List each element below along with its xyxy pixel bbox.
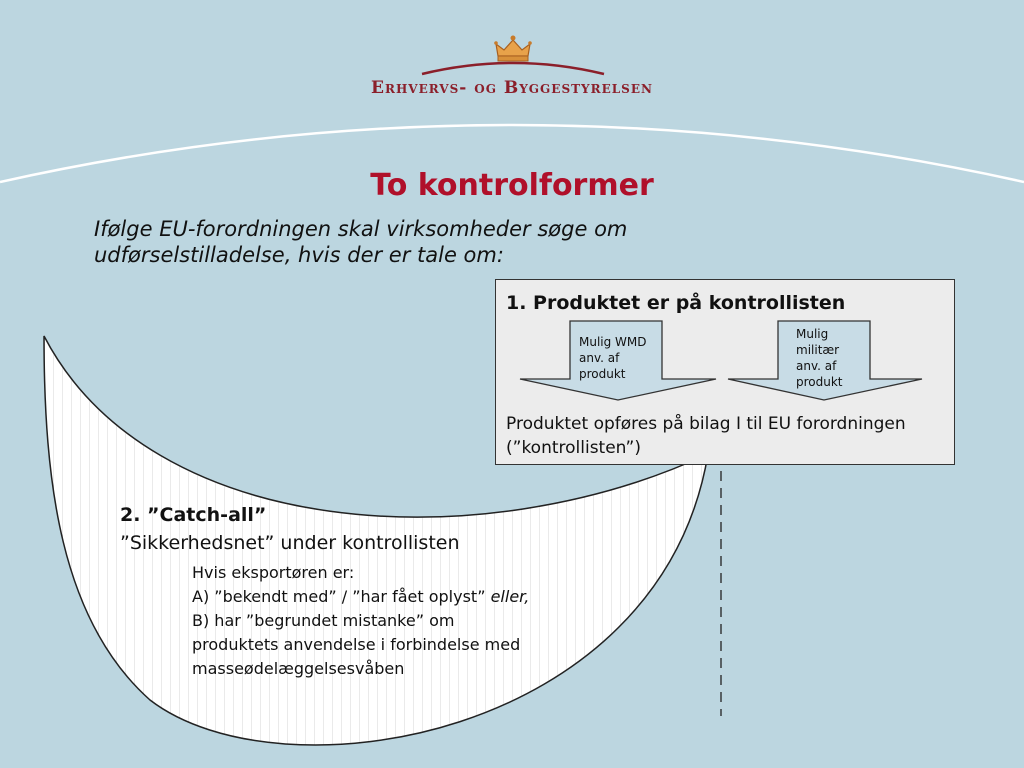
- slide-title: To kontrolformer: [370, 168, 654, 203]
- catch-all-title: 2. ”Catch-all”: [120, 504, 267, 526]
- decorative-arc: [0, 123, 1024, 184]
- catch-line: produktets anvendelse i forbindelse med: [192, 635, 521, 654]
- box-description: Produktet opføres på bilag I til EU foro…: [506, 414, 906, 458]
- crown-icon: [494, 35, 532, 62]
- catch-all-body: Hvis eksportøren er: A) ”bekendt med” / …: [192, 561, 622, 681]
- logo-text: Erhvervs- og Byggestyrelsen: [371, 78, 653, 98]
- catch-line-a: A) ”bekendt med” / ”har fået oplyst”: [192, 587, 491, 606]
- box-title: 1. Produktet er på kontrollisten: [506, 292, 846, 314]
- arrow-down-icon: [727, 320, 923, 401]
- catch-line: A) ”bekendt med” / ”har fået oplyst” ell…: [192, 585, 622, 609]
- control-list-box: 1. Produktet er på kontrollisten Mulig W…: [495, 279, 955, 465]
- military-label: Mulig militær anv. af produkt: [796, 327, 843, 389]
- arrow-down-icon: [519, 320, 717, 401]
- crescent-shape: [43, 335, 709, 746]
- catch-all-subtitle: ”Sikkerhedsnet” under kontrollisten: [120, 532, 460, 554]
- catch-line-or: eller,: [490, 587, 530, 606]
- intro-text: Ifølge EU-forordningen skal virksomheder…: [94, 217, 628, 267]
- catch-line: B) har ”begrundet mistanke” om: [192, 611, 455, 630]
- wmd-label: Mulig WMD anv. af produkt: [579, 335, 647, 381]
- catch-line: Hvis eksportøren er:: [192, 563, 355, 582]
- logo-swoosh: [421, 61, 605, 76]
- catch-line: masseødelæggelsesvåben: [192, 659, 405, 678]
